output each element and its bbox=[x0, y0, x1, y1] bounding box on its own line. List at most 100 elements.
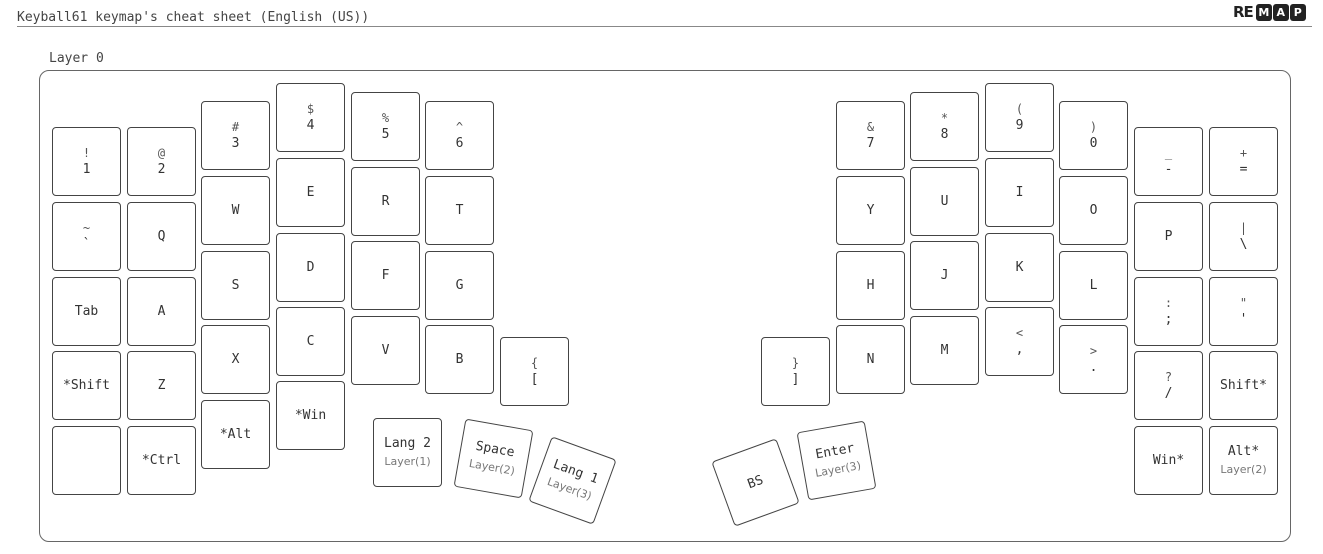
key-legend: Z bbox=[157, 377, 166, 393]
key-lctrl[interactable]: *Ctrl bbox=[127, 426, 196, 495]
key-legend: 1 bbox=[82, 161, 91, 177]
key-shift-legend: * bbox=[940, 110, 949, 125]
key-q[interactable]: Q bbox=[127, 202, 196, 271]
key-i[interactable]: I bbox=[985, 158, 1054, 227]
key-shift-legend: $ bbox=[306, 101, 315, 116]
key-lshift[interactable]: *Shift bbox=[52, 351, 121, 420]
key-period[interactable]: >. bbox=[1059, 325, 1128, 394]
key-legend: , bbox=[1015, 341, 1024, 357]
key-k8[interactable]: *8 bbox=[910, 92, 979, 161]
key-semicolon[interactable]: :; bbox=[1134, 277, 1203, 346]
key-legend: [ bbox=[530, 371, 539, 387]
page-title: Keyball61 keymap's cheat sheet (English … bbox=[17, 10, 370, 25]
key-n[interactable]: N bbox=[836, 325, 905, 394]
key-lwin[interactable]: *Win bbox=[276, 381, 345, 450]
key-equal[interactable]: += bbox=[1209, 127, 1278, 196]
key-k5[interactable]: %5 bbox=[351, 92, 420, 161]
key-shift-legend: | bbox=[1239, 220, 1248, 235]
key-legend: 3 bbox=[231, 135, 240, 151]
key-legend: L bbox=[1089, 277, 1098, 293]
key-rbrace[interactable]: }] bbox=[761, 337, 830, 406]
key-k0[interactable]: )0 bbox=[1059, 101, 1128, 170]
key-shift-legend: ! bbox=[82, 145, 91, 160]
key-legend: / bbox=[1164, 385, 1173, 401]
key-ralt[interactable]: Alt*Layer(2) bbox=[1209, 426, 1278, 495]
key-legend: ` bbox=[82, 236, 91, 252]
logo-text: RE bbox=[1233, 3, 1254, 21]
key-l[interactable]: L bbox=[1059, 251, 1128, 320]
key-shift-legend: ~ bbox=[82, 220, 91, 235]
key-x[interactable]: X bbox=[201, 325, 270, 394]
key-shift-legend: + bbox=[1239, 145, 1248, 160]
key-k7[interactable]: &7 bbox=[836, 101, 905, 170]
key-legend: Lang 2 bbox=[384, 436, 431, 452]
key-shift-legend: % bbox=[381, 110, 390, 125]
key-w[interactable]: W bbox=[201, 176, 270, 245]
key-t[interactable]: T bbox=[425, 176, 494, 245]
key-d[interactable]: D bbox=[276, 233, 345, 302]
key-legend: - bbox=[1164, 161, 1173, 177]
key-legend: W bbox=[231, 202, 240, 218]
key-comma[interactable]: <, bbox=[985, 307, 1054, 376]
key-legend: N bbox=[866, 351, 875, 367]
key-legend: H bbox=[866, 277, 875, 293]
keyboard-frame bbox=[39, 70, 1291, 542]
key-legend: P bbox=[1164, 228, 1173, 244]
key-k4[interactable]: $4 bbox=[276, 83, 345, 152]
key-k3[interactable]: #3 bbox=[201, 101, 270, 170]
key-backslash[interactable]: |\ bbox=[1209, 202, 1278, 271]
key-legend: V bbox=[381, 342, 390, 358]
key-rshift[interactable]: Shift* bbox=[1209, 351, 1278, 420]
key-tab[interactable]: Tab bbox=[52, 277, 121, 346]
key-s[interactable]: S bbox=[201, 251, 270, 320]
key-m[interactable]: M bbox=[910, 316, 979, 385]
key-minus[interactable]: _- bbox=[1134, 127, 1203, 196]
key-k9[interactable]: (9 bbox=[985, 83, 1054, 152]
key-legend: \ bbox=[1239, 236, 1248, 252]
key-h[interactable]: H bbox=[836, 251, 905, 320]
key-p[interactable]: P bbox=[1134, 202, 1203, 271]
key-z[interactable]: Z bbox=[127, 351, 196, 420]
key-rwin[interactable]: Win* bbox=[1134, 426, 1203, 495]
key-j[interactable]: J bbox=[910, 241, 979, 310]
key-u[interactable]: U bbox=[910, 167, 979, 236]
key-shift-legend: @ bbox=[157, 145, 166, 160]
key-lalt[interactable]: *Alt bbox=[201, 400, 270, 469]
key-legend: = bbox=[1239, 161, 1248, 177]
key-legend: C bbox=[306, 333, 315, 349]
key-k2[interactable]: @2 bbox=[127, 127, 196, 196]
key-b[interactable]: B bbox=[425, 325, 494, 394]
key-grave[interactable]: ~` bbox=[52, 202, 121, 271]
key-legend: D bbox=[306, 259, 315, 275]
key-legend: Y bbox=[866, 202, 875, 218]
key-legend: 4 bbox=[306, 117, 315, 133]
key-legend: Alt* bbox=[1227, 444, 1260, 460]
key-legend: M bbox=[940, 342, 949, 358]
key-legend: *Ctrl bbox=[141, 452, 182, 468]
key-e[interactable]: E bbox=[276, 158, 345, 227]
key-v[interactable]: V bbox=[351, 316, 420, 385]
key-shift-legend: } bbox=[791, 355, 800, 370]
key-r[interactable]: R bbox=[351, 167, 420, 236]
key-legend: 2 bbox=[157, 161, 166, 177]
key-slash[interactable]: ?/ bbox=[1134, 351, 1203, 420]
key-k6[interactable]: ^6 bbox=[425, 101, 494, 170]
key-legend: U bbox=[940, 193, 949, 209]
key-a[interactable]: A bbox=[127, 277, 196, 346]
key-quote[interactable]: "' bbox=[1209, 277, 1278, 346]
key-blank[interactable] bbox=[52, 426, 121, 495]
key-k[interactable]: K bbox=[985, 233, 1054, 302]
key-k1[interactable]: !1 bbox=[52, 127, 121, 196]
key-y[interactable]: Y bbox=[836, 176, 905, 245]
key-legend: 7 bbox=[866, 135, 875, 151]
key-lbrace[interactable]: {[ bbox=[500, 337, 569, 406]
key-g[interactable]: G bbox=[425, 251, 494, 320]
key-shift-legend: ( bbox=[1015, 101, 1024, 116]
key-legend: 5 bbox=[381, 126, 390, 142]
key-c[interactable]: C bbox=[276, 307, 345, 376]
key-f[interactable]: F bbox=[351, 241, 420, 310]
key-o[interactable]: O bbox=[1059, 176, 1128, 245]
